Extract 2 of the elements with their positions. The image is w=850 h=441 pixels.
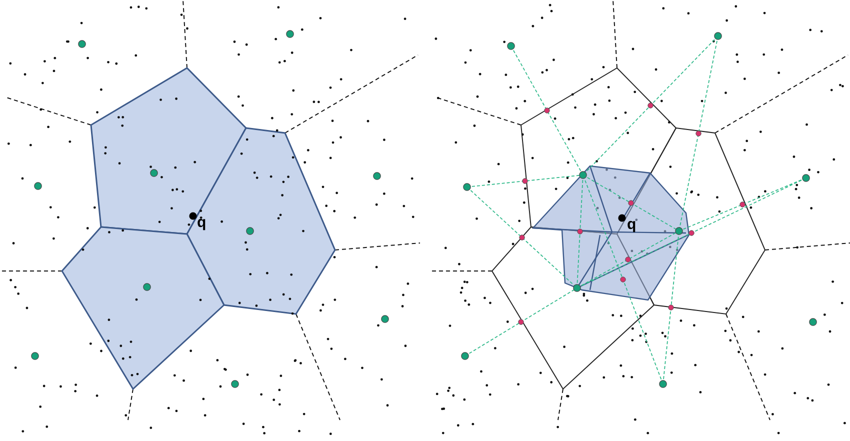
- point-label: q: [627, 217, 636, 232]
- point-label: q: [197, 215, 206, 230]
